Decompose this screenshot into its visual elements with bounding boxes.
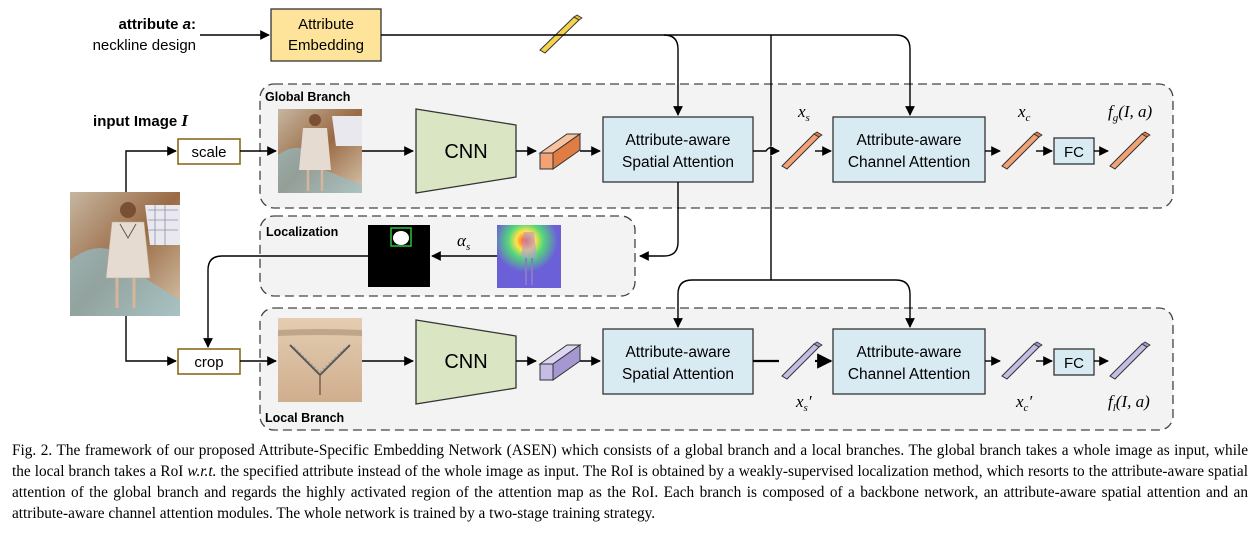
crop-label: crop [194,354,223,371]
localization-label: Localization [266,225,338,239]
localization-mask-image [368,225,430,287]
caption-part-1: Fig. 2. The framework of our proposed At… [12,442,1248,480]
global-cnn-label: CNN [444,141,487,163]
local-channel-attention-label-2: Channel Attention [848,366,970,383]
local-branch-label: Local Branch [265,411,344,425]
xc-prime-vector-icon [1001,341,1043,380]
global-channel-attention-label-2: Channel Attention [848,154,970,171]
local-cnn-label: CNN [444,351,487,373]
local-spatial-attention-box [602,328,754,395]
caption-wrt: w.r.t. [187,463,217,480]
attribute-embedding-box [270,8,382,62]
global-spatial-attention-box [602,116,754,183]
caption-part-2: the specified attribute instead of the w… [12,463,1248,522]
attribute-example: neckline design [93,37,196,54]
alpha-s-label: αs [457,231,470,253]
global-feature-map-icon [538,133,582,170]
local-fc-box [1053,348,1095,376]
mask-to-crop-arrow [203,255,368,348]
global-cnn-block [415,108,517,194]
attribute-embedding-label-2: Embedding [288,37,364,54]
attribute-vector-icon [539,14,583,54]
local-feature-map-icon [538,344,582,381]
global-branch-label: Global Branch [265,90,350,104]
input-to-crop-arrow [125,316,177,366]
xc-label: xc [1017,102,1031,124]
figure-caption: Fig. 2. The framework of our proposed At… [12,440,1248,524]
global-channel-attention-box [832,116,986,183]
local-channel-attention-box [832,328,986,395]
xc-prime-label: xc′ [1015,392,1032,414]
global-spatial-attention-label-2: Spatial Attention [622,154,734,171]
input-to-scale-arrow [125,146,177,192]
embedding-to-global-spatial-arrow [663,34,683,116]
embedding-to-local-channel-arrow [771,279,915,328]
local-fc-label: FC [1064,355,1084,372]
local-cnn-block [415,319,517,405]
xc-vector-icon [1001,131,1043,170]
global-spatial-to-xs-arrow [753,146,780,156]
input-image-label: input Image I [93,111,189,130]
global-channel-attention-label-1: Attribute-aware [856,132,961,149]
fl-label: fl(I, a) [1108,392,1150,414]
attention-heatmap-image [497,225,561,288]
local-branch-image [278,318,362,402]
global-fc-box [1053,137,1095,165]
embedding-main-line [381,34,915,116]
fl-vector-icon [1109,341,1151,380]
xs-prime-label: xs′ [795,392,812,414]
attribute-embedding-label-1: Attribute [298,16,354,33]
local-spatial-attention-label-2: Spatial Attention [622,366,734,383]
spatial-to-heatmap-arrow [639,182,679,261]
fg-label: fg(I, a) [1108,102,1153,124]
input-image [70,192,180,316]
attribute-label: attribute a: [118,16,196,33]
local-channel-attention-label-1: Attribute-aware [856,344,961,361]
fg-vector-icon [1109,131,1151,170]
global-spatial-attention-label-1: Attribute-aware [625,132,730,149]
embedding-to-local-spatial-arrow [673,279,771,328]
global-fc-label: FC [1064,144,1084,161]
xs-label: xs [797,102,810,124]
scale-label: scale [191,144,226,161]
global-branch-image [278,109,362,193]
xs-vector-icon [781,131,823,170]
scale-box [177,138,241,165]
xs-prime-vector-icon [781,341,823,380]
local-spatial-attention-label-1: Attribute-aware [625,344,730,361]
